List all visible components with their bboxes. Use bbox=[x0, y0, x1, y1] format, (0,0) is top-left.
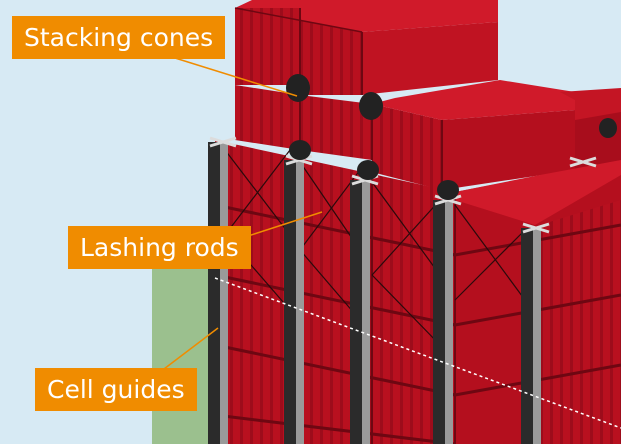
cell-guide-posts bbox=[208, 142, 541, 444]
leader-lines bbox=[159, 57, 323, 373]
stacking-cones-label: Stacking cones bbox=[12, 16, 226, 59]
top-tier-containers bbox=[234, 0, 498, 95]
middle-tier-containers bbox=[235, 85, 373, 160]
lower-tier-containers bbox=[214, 140, 621, 444]
cell-guide-panel bbox=[152, 268, 216, 444]
second-tier-containers bbox=[372, 80, 621, 190]
dashed-reference-line bbox=[214, 277, 621, 429]
cell-guides-label: Cell guides bbox=[35, 368, 197, 411]
lashing-rods-label: Lashing rods bbox=[68, 226, 251, 269]
